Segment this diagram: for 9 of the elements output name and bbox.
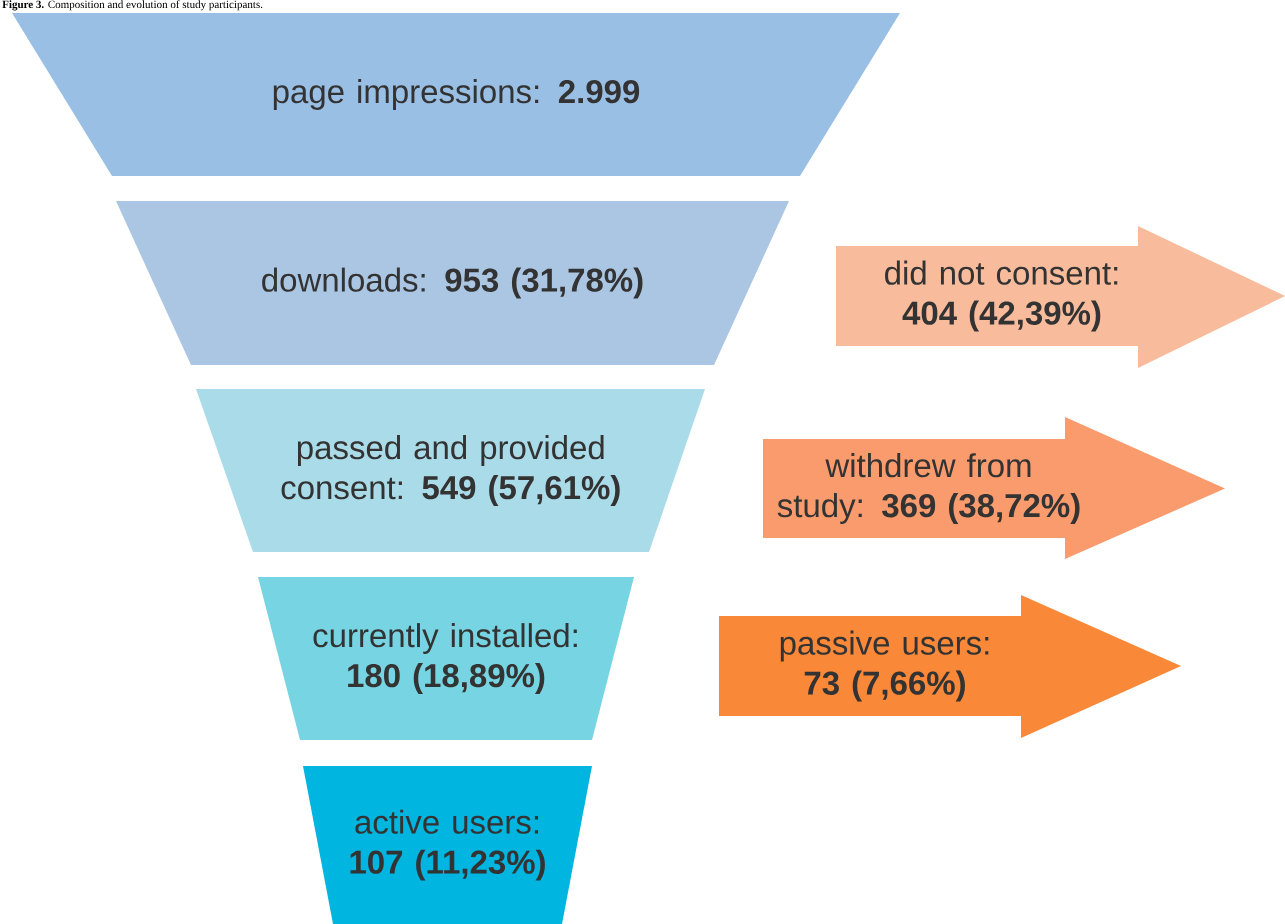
- arrow-box: withdrew from study: 369 (38,72%): [763, 417, 1225, 559]
- arrow-box: did not consent: 404 (42,39%): [836, 226, 1285, 368]
- funnel-stage: page impressions: 2.999: [12, 13, 900, 176]
- funnel-stage: active users: 107 (11,23%): [303, 766, 592, 924]
- funnel-stage: downloads: 953 (31,78%): [116, 201, 789, 365]
- funnel-stage: passed and provided consent: 549 (57,61%): [196, 389, 705, 552]
- arrow-box: passive users: 73 (7,66%): [719, 595, 1181, 738]
- figure-title: Figure 3. Composition and evolution of study participants.: [2, 0, 263, 11]
- funnel-stage: currently installed: 180 (18,89%): [258, 577, 634, 740]
